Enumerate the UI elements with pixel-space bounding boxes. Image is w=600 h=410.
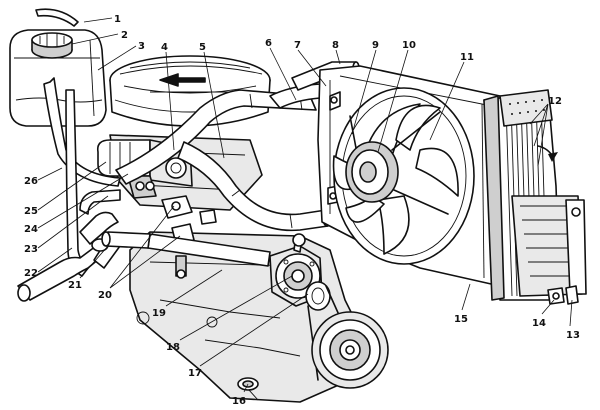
callout-4: 4 <box>161 42 168 53</box>
callout-21: 21 <box>68 280 82 291</box>
tank-hose-26 <box>43 77 121 187</box>
callout-2: 2 <box>121 30 128 41</box>
callout-24: 24 <box>24 224 38 235</box>
callout-1: 1 <box>114 14 121 25</box>
callout-5: 5 <box>199 42 206 53</box>
callout-19: 19 <box>152 308 166 319</box>
callout-25: 25 <box>24 206 38 217</box>
callout-17: 17 <box>188 368 202 379</box>
callout-6: 6 <box>265 38 272 49</box>
callout-10: 10 <box>402 40 416 51</box>
radiator-core <box>483 89 587 305</box>
fan-shroud <box>317 65 501 287</box>
callout-26: 26 <box>24 176 38 187</box>
callout-16: 16 <box>232 396 246 407</box>
callout-15: 15 <box>454 314 468 325</box>
callout-3: 3 <box>138 41 145 52</box>
radiator-tank-dots <box>509 99 545 115</box>
callout-22: 22 <box>24 268 38 279</box>
cooling-fan <box>332 103 459 255</box>
expansion-tank <box>9 8 107 127</box>
callout-20: 20 <box>98 290 112 301</box>
coolant-pipe-19 <box>101 231 271 279</box>
leader-lines <box>37 17 573 393</box>
curved-arrow-icon <box>537 145 558 162</box>
callout-12: 12 <box>548 96 562 107</box>
crankshaft-pulley <box>311 311 389 389</box>
callout-23: 23 <box>24 244 38 255</box>
callout-8: 8 <box>332 40 339 51</box>
callout-11: 11 <box>460 52 474 63</box>
callout-labels: 1 2 3 4 5 6 7 8 9 10 11 12 13 14 15 16 1… <box>24 14 580 407</box>
callout-7: 7 <box>294 40 301 51</box>
callout-14: 14 <box>532 318 546 329</box>
callout-9: 9 <box>372 40 379 51</box>
callout-13: 13 <box>566 330 580 341</box>
callout-18: 18 <box>166 342 180 353</box>
